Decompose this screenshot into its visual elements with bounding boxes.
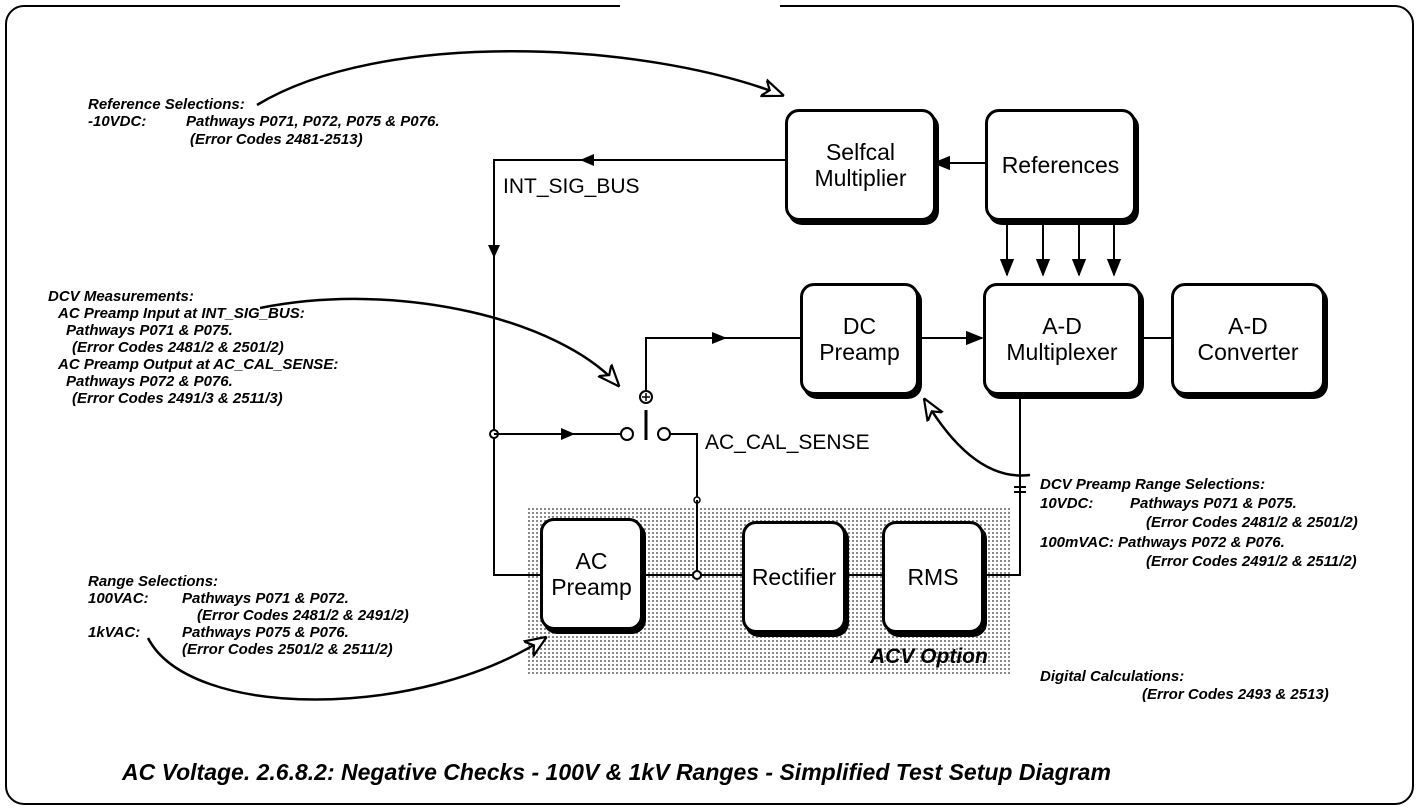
diagram-caption: AC Voltage. 2.6.8.2: Negative Checks - 1… [122, 759, 1111, 785]
range-row1-value: Pathways P071 & P072. [182, 590, 349, 607]
rectifier-block: Rectifier [742, 521, 846, 633]
rms-block: RMS [882, 521, 984, 633]
ad-converter-block: A-D Converter [1171, 283, 1325, 395]
selfcal-multiplier-block: Selfcal Multiplier [785, 109, 936, 221]
dc-preamp-block: DC Preamp [800, 283, 919, 395]
references-block: References [985, 109, 1136, 221]
ac-cal-sense-label: AC_CAL_SENSE [705, 431, 870, 454]
dcv-line-3: (Error Codes 2481/2 & 2501/2) [72, 339, 284, 356]
reference-selections-heading: Reference Selections: [88, 96, 245, 113]
dcv-range-callout-arrow [925, 400, 1031, 477]
range-row1-codes: (Error Codes 2481/2 & 2491/2) [197, 607, 409, 624]
range-row2-key: 1kVAC: [88, 624, 141, 641]
ad-multiplexer-block: A-D Multiplexer [983, 283, 1141, 395]
dcv-range-heading: DCV Preamp Range Selections: [1040, 476, 1266, 493]
dcv-range-row1-value: Pathways P071 & P075. [1130, 495, 1297, 512]
digital-calculations-heading: Digital Calculations: [1040, 668, 1185, 685]
reference-row-value: Pathways P071, P072, P075 & P076. [186, 113, 440, 130]
dcv-line-2: Pathways P071 & P075. [66, 322, 233, 339]
reference-row-key: -10VDC: [88, 113, 147, 130]
range-selections-heading: Range Selections: [88, 573, 219, 590]
range-row1-key: 100VAC: [88, 590, 149, 607]
range-callout-arrow [146, 638, 545, 701]
dcv-line-6: (Error Codes 2491/3 & 2511/3) [72, 390, 283, 407]
digital-calculations-codes: (Error Codes 2493 & 2513) [1142, 686, 1329, 703]
int-sig-bus-line [493, 159, 785, 576]
dcv-range-row2-key: 100mVAC: [1040, 534, 1114, 551]
dcv-range-row2-value: Pathways P072 & P076. [1118, 534, 1285, 551]
dcv-callout-arrow [259, 297, 618, 385]
dcv-range-row1-key: 10VDC: [1040, 495, 1094, 512]
range-row2-value: Pathways P075 & P076. [182, 624, 349, 641]
dcv-measurements-heading: DCV Measurements: [48, 288, 194, 305]
reference-row-codes: (Error Codes 2481-2513) [190, 131, 363, 148]
dcv-line-1: AC Preamp Input at INT_SIG_BUS: [58, 305, 305, 322]
int-sig-bus-label: INT_SIG_BUS [503, 175, 640, 198]
acv-option-label: ACV Option [870, 645, 988, 668]
dcv-line-4: AC Preamp Output at AC_CAL_SENSE: [58, 356, 339, 373]
dcv-range-row2-codes: (Error Codes 2491/2 & 2511/2) [1146, 553, 1357, 570]
reference-feed-lines [999, 222, 1122, 277]
dcv-range-row1-codes: (Error Codes 2481/2 & 2501/2) [1146, 514, 1358, 531]
range-row2-codes: (Error Codes 2501/2 & 2511/2) [182, 641, 393, 658]
reference-callout-arrow [256, 50, 782, 107]
ac-preamp-block: AC Preamp [540, 518, 643, 630]
dcv-line-5: Pathways P072 & P076. [66, 373, 233, 390]
